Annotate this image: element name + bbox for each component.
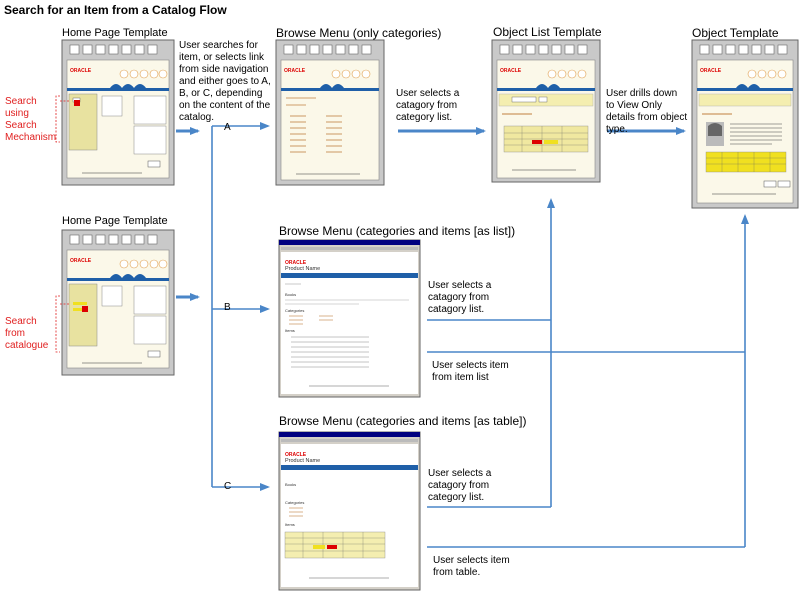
svg-text:ORACLE: ORACLE xyxy=(70,258,92,264)
branch-c-label: C xyxy=(224,481,232,492)
browse-categories-template: ORACLE xyxy=(275,39,385,186)
search-mechanism-bracket xyxy=(55,95,69,143)
svg-text:Books: Books xyxy=(285,482,296,487)
search-catalogue-label: Search from catalogue xyxy=(5,316,49,351)
diagram-title: Search for an Item from a Catalog Flow xyxy=(4,3,227,17)
home-template-bottom-label: Home Page Template xyxy=(62,215,168,227)
svg-text:ORACLE: ORACLE xyxy=(700,68,722,74)
svg-text:Product Name: Product Name xyxy=(285,266,320,272)
note-drills-down: User drills down to View Only details fr… xyxy=(606,88,688,135)
svg-text:Categories: Categories xyxy=(285,308,304,313)
branch-a-label: A xyxy=(224,122,231,133)
home-template-top-label: Home Page Template xyxy=(62,27,168,39)
note-table-selects-item: User selects item from table. xyxy=(433,555,510,578)
branch-connectors xyxy=(211,122,270,491)
search-catalogue-bracket xyxy=(55,295,69,353)
note-list-selects-item: User selects item from item list xyxy=(432,360,509,383)
browse-categories-label: Browse Menu (only categories) xyxy=(276,26,442,40)
home-template-top: ORACLE xyxy=(61,39,175,186)
object-list-label: Object List Template xyxy=(493,25,602,39)
object-list-template: ORACLE xyxy=(491,39,601,183)
browse-list-screenshot: ORACLE Product Name Books Categories Ite… xyxy=(278,239,421,398)
svg-text:ORACLE: ORACLE xyxy=(285,452,307,458)
note-user-searches: User searches for item, or selects link … xyxy=(179,40,271,123)
svg-text:Categories: Categories xyxy=(285,500,304,505)
search-mechanism-label: Search using Search Mechanism xyxy=(5,96,57,143)
flow-arrows xyxy=(176,127,686,301)
browse-list-label: Browse Menu (categories and items [as li… xyxy=(279,224,516,238)
return-connectors xyxy=(427,198,749,548)
note-list-selects-category: User selects a catagory from catagory li… xyxy=(428,280,492,315)
svg-text:Product Name: Product Name xyxy=(285,458,320,464)
branch-b-label: B xyxy=(224,302,231,313)
svg-text:Books: Books xyxy=(285,292,296,297)
svg-text:ORACLE: ORACLE xyxy=(500,68,522,74)
note-table-selects-category: User selects a catagory from category li… xyxy=(428,468,492,503)
object-template: ORACLE xyxy=(691,39,799,209)
svg-text:ORACLE: ORACLE xyxy=(284,68,306,74)
object-template-label: Object Template xyxy=(692,26,779,40)
svg-text:ORACLE: ORACLE xyxy=(70,68,92,74)
home-template-bottom: ORACLE xyxy=(61,229,175,376)
browse-table-screenshot: ORACLE Product Name Books Categories Ite… xyxy=(278,431,421,591)
note-selects-category-top: User selects a catagory from category li… xyxy=(396,88,460,123)
svg-text:Items: Items xyxy=(285,522,295,527)
browse-table-label: Browse Menu (categories and items [as ta… xyxy=(279,414,527,428)
svg-text:Items: Items xyxy=(285,328,295,333)
svg-text:ORACLE: ORACLE xyxy=(285,260,307,266)
